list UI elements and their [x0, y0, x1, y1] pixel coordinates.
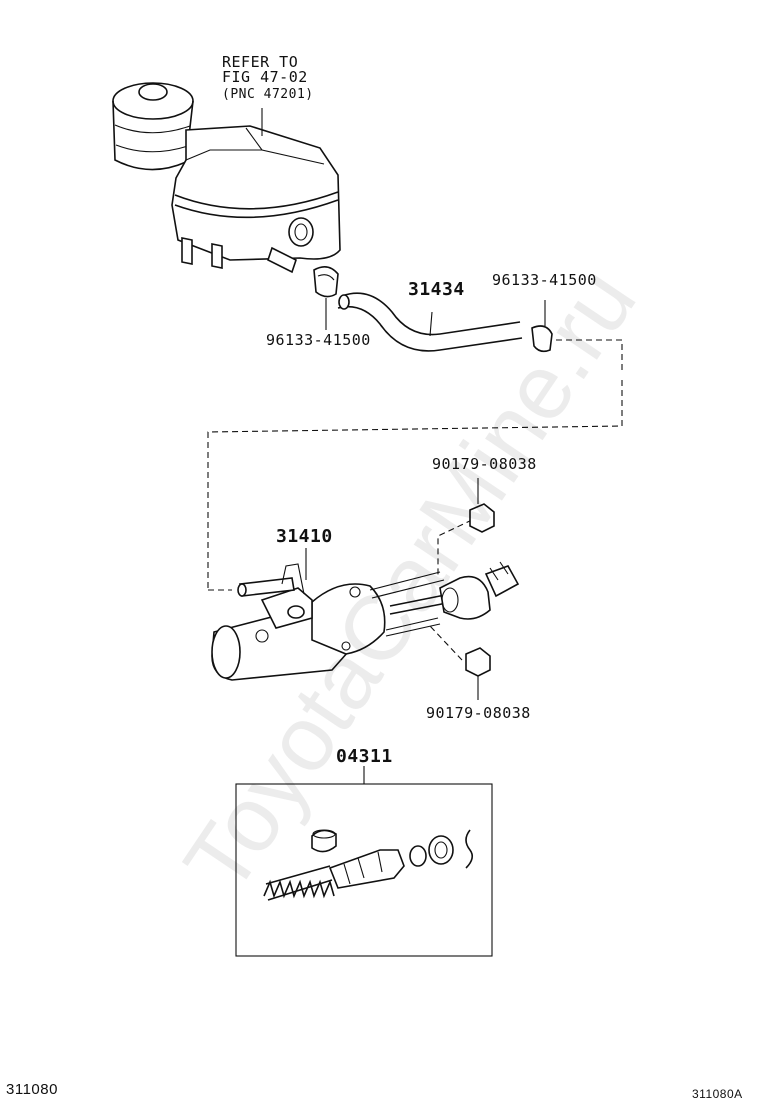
- repair-kit-parts: [263, 829, 474, 901]
- part-number-nut-bottom: 90179-08038: [426, 704, 531, 722]
- reservoir-hose: [337, 292, 523, 352]
- part-number-clip-left: 96133-41500: [266, 331, 371, 349]
- part-number-kit: 04311: [336, 746, 393, 767]
- refer-label-line1: REFER TO: [222, 53, 299, 71]
- nut-top: [469, 478, 495, 533]
- reservoir-tank: [112, 82, 341, 274]
- connection-line-nut-bottom: [429, 625, 463, 661]
- repair-kit-box: [235, 783, 493, 957]
- part-number-clip-right: 96133-41500: [492, 271, 597, 289]
- part-number-cylinder: 31410: [276, 526, 333, 547]
- refer-label-line3: (PNC 47201): [222, 87, 314, 102]
- hose-clip-left: [313, 266, 339, 330]
- hose-clip-right: [531, 300, 553, 353]
- connection-line-upper: [556, 339, 623, 372]
- page-code: 311080: [6, 1081, 58, 1098]
- part-number-nut-top: 90179-08038: [432, 455, 537, 473]
- nut-bottom: [465, 647, 491, 700]
- connection-line-return: [207, 380, 623, 588]
- connection-line-nut-top: [437, 519, 473, 576]
- figure-code: 311080A: [692, 1087, 743, 1101]
- refer-label-line2: FIG 47-02: [222, 68, 308, 86]
- clutch-master-cylinder: [211, 561, 520, 681]
- part-number-hose: 31434: [408, 279, 465, 300]
